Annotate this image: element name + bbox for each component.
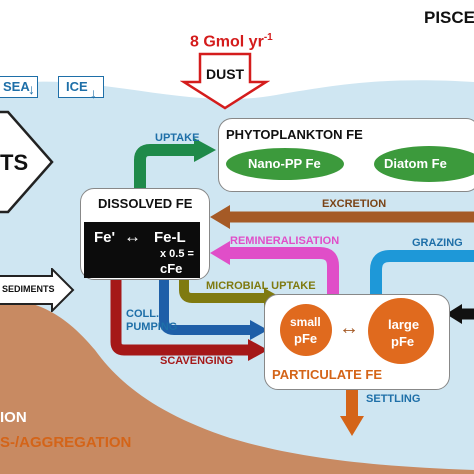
bottom-label-2: S-/AGGREGATION (0, 434, 132, 451)
settling-label: SETTLING (366, 393, 421, 405)
sediments-arrow (0, 268, 75, 312)
scavenging-arrowhead (248, 339, 268, 361)
left-pentagon (0, 110, 54, 214)
phytoplankton-title: PHYTOPLANKTON FE (226, 127, 363, 142)
settling-arrowhead (340, 416, 364, 436)
coll-label-line1: COLL. (126, 308, 159, 320)
ice-input-box (58, 76, 104, 98)
ice-arrow-icon: ↓ (90, 85, 97, 101)
uptake-label: UPTAKE (155, 132, 200, 144)
diatom-label: Diatom Fe (384, 156, 447, 171)
coll-pumping-arrow (159, 270, 252, 335)
dust-arrow (180, 52, 270, 110)
bottom-label-1: ION (0, 409, 27, 426)
scavenging-arrow (110, 250, 250, 356)
remineralisation-arrow (228, 247, 339, 300)
uptake-arrow (134, 144, 196, 195)
exchange-arrow-icon: ↔ (124, 227, 141, 246)
microbial-uptake-label: MICROBIAL UPTAKE (206, 280, 316, 292)
microbial-arrow (179, 270, 266, 303)
fe-l-label: Fe-L (154, 229, 186, 246)
particulate-fe-title: PARTICULATE FE (272, 367, 383, 382)
dust-flux-value: 8 Gmol yr-1 (190, 33, 273, 50)
dust-flux-number: 8 Gmol yr (190, 33, 264, 51)
title-partial: PISCE (424, 8, 474, 27)
scavenging-label: SCAVENGING (160, 355, 234, 367)
diatom-ellipse (374, 146, 474, 182)
right-black-arrowhead (446, 304, 462, 324)
dust-flux-exponent: -1 (263, 32, 273, 43)
coll-label-line2: PUMPING (126, 321, 178, 333)
left-pentagon-label: TS (0, 150, 29, 175)
fe-prime-label: Fe' (94, 229, 116, 246)
coll-pumping-arrowhead (250, 320, 268, 340)
excretion-label: EXCRETION (322, 198, 387, 210)
nano-pp-label: Nano-PP Fe (248, 156, 321, 171)
ratio-line2: cFe (160, 261, 183, 276)
sea-input-box (0, 76, 38, 98)
uptake-arrowhead (194, 138, 216, 162)
sediments-label: SEDIMENTS (2, 284, 55, 294)
remineralisation-label: REMINERALISATION (230, 235, 340, 247)
small-pfe-line2: pFe (294, 331, 318, 346)
dissolved-fe-inner-box (84, 222, 200, 278)
grazing-label: GRAZING (412, 237, 463, 249)
sea-label: SEA (3, 79, 30, 94)
ice-label: ICE (66, 79, 88, 94)
small-pfe-circle (280, 304, 332, 356)
excretion-arrowhead (210, 205, 230, 229)
small-pfe-line1: small (290, 315, 321, 329)
large-pfe-line1: large (388, 317, 420, 332)
dissolved-fe-title: DISSOLVED FE (98, 196, 193, 211)
nano-pp-ellipse (226, 148, 344, 180)
grazing-arrow (370, 250, 474, 296)
seafloor-region (0, 299, 474, 474)
pfe-exchange-icon: ↔ (339, 317, 359, 339)
ratio-line1: x 0.5 = (160, 248, 194, 260)
large-pfe-line2: pFe (391, 334, 415, 349)
large-pfe-circle (368, 298, 434, 364)
dust-label: DUST (206, 66, 245, 82)
sea-arrow-icon: ↓ (28, 81, 35, 97)
remineralisation-arrowhead (210, 241, 230, 265)
